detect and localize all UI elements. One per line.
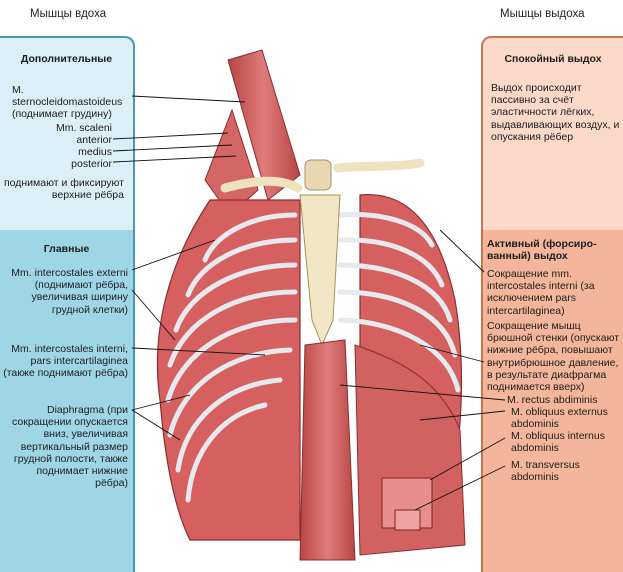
active-internal-intercostals-label: Сокращение mm. intercostales interni (за…	[487, 268, 595, 317]
clavicle-right	[220, 176, 303, 193]
trachea	[304, 159, 332, 191]
obliquus-externus-label: M. obliquus externus abdominis	[511, 406, 608, 431]
quiet-expiration-text: Выдох происходит пассивно за счёт эласти…	[491, 82, 620, 143]
ribs-right	[165, 212, 298, 503]
accessory-title: Дополнительные	[20, 53, 113, 65]
active-expiration-title: Активный (форсиро-ванный) выдох	[487, 238, 597, 263]
obliquus-internus-label: M. obliquus internus abdominis	[511, 430, 605, 455]
leader-lines-right	[339, 229, 506, 511]
main-title: Главные	[43, 243, 90, 255]
expiration-header: Мышцы выдоха	[500, 8, 585, 20]
abdominal-contraction-label: Сокращение мышц брюшной стенки (опускают…	[487, 320, 620, 394]
scaleni-function-label: поднимают и фиксируют верхние рёбра	[3, 177, 124, 202]
sternocleidomastoid-label: M. sternocleidomastoideus (поднимает гру…	[12, 84, 123, 121]
internal-intercostals-label: Mm. intercostales interni, pars intercar…	[3, 343, 128, 380]
quiet-expiration-title: Спокойный выдох	[504, 53, 602, 65]
rib-cage-muscle	[156, 199, 301, 541]
sternum	[299, 194, 341, 347]
active-panel	[481, 230, 623, 572]
scalenus-anterior-label: anterior	[76, 134, 112, 146]
scalenus-posterior-label: posterior	[71, 158, 112, 170]
sternocleidomastoid-muscle	[227, 49, 301, 201]
external-intercostals-label: Mm. intercostales externi (поднимают рёб…	[11, 267, 128, 316]
ribs-left	[337, 212, 461, 393]
main-panel	[0, 230, 135, 572]
rectus-abdominis	[299, 339, 356, 561]
transversus-abdominis-label: M. transversus abdominis	[511, 459, 580, 484]
quiet-panel	[481, 36, 623, 232]
scalenus-medius-label: medius	[78, 146, 112, 158]
scaleni-label: Mm. scaleni	[55, 122, 112, 134]
leader-lines-left	[112, 95, 266, 441]
diaphragm-label: Diaphragma (при сокращении опускается вн…	[12, 404, 128, 490]
accessory-panel	[0, 36, 135, 232]
inspiration-header: Мышцы вдоха	[30, 8, 107, 20]
rectus-abdominis-label: M. rectus abdiminis	[507, 394, 598, 406]
obliquus-internus-window	[394, 509, 421, 531]
clavicle-left	[333, 158, 425, 173]
